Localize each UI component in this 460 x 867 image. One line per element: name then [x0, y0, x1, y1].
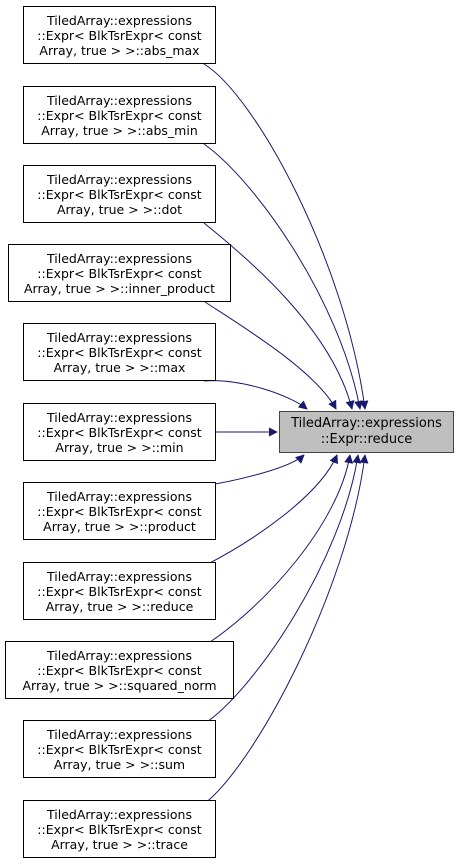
caller-node-dot[interactable]: TiledArray::expressions ::Expr< BlkTsrEx…	[23, 165, 216, 223]
caller-node-inner-product[interactable]: TiledArray::expressions ::Expr< BlkTsrEx…	[8, 244, 231, 302]
node-line: ::Expr< BlkTsrExpr< const	[37, 662, 202, 678]
caller-node-abs-min[interactable]: TiledArray::expressions ::Expr< BlkTsrEx…	[23, 86, 216, 144]
node-line: Array, true > >::dot	[56, 201, 183, 217]
edge-trace	[203, 454, 369, 805]
edge-reduce	[203, 454, 338, 567]
node-line: TiledArray::expressions	[47, 488, 192, 504]
node-line: Array, true > >::abs_max	[39, 42, 200, 58]
edge-inner-product	[204, 301, 337, 410]
edge-dot	[203, 222, 355, 410]
edge-product	[203, 454, 305, 487]
node-line: ::Expr< BlkTsrExpr< const	[37, 265, 202, 281]
edge-abs-max	[203, 63, 369, 410]
node-line: Array, true > >::reduce	[45, 598, 194, 614]
caller-node-abs-max[interactable]: TiledArray::expressions ::Expr< BlkTsrEx…	[23, 6, 216, 64]
node-line: ::Expr< BlkTsrExpr< const	[37, 821, 202, 837]
edge-abs-min	[203, 143, 363, 410]
node-line: TiledArray::expressions	[47, 568, 192, 584]
caller-node-product[interactable]: TiledArray::expressions ::Expr< BlkTsrEx…	[23, 482, 216, 540]
node-line: ::Expr< BlkTsrExpr< const	[37, 107, 202, 123]
target-node-line-1: TiledArray::expressions	[291, 416, 442, 431]
node-line: Array, true > >::min	[55, 439, 184, 455]
caller-node-squared-norm[interactable]: TiledArray::expressions ::Expr< BlkTsrEx…	[5, 641, 234, 699]
target-node-line-2: ::Expr::reduce	[320, 432, 413, 447]
node-line: Array, true > >::max	[53, 359, 186, 375]
edge-max	[203, 380, 308, 410]
caller-node-min[interactable]: TiledArray::expressions ::Expr< BlkTsrEx…	[23, 403, 216, 461]
node-line: TiledArray::expressions	[47, 806, 192, 822]
node-line: Array, true > >::sum	[53, 756, 186, 772]
node-line: ::Expr< BlkTsrExpr< const	[37, 741, 202, 757]
caller-node-sum[interactable]: TiledArray::expressions ::Expr< BlkTsrEx…	[23, 720, 216, 778]
caller-node-reduce[interactable]: TiledArray::expressions ::Expr< BlkTsrEx…	[23, 562, 216, 620]
node-line: TiledArray::expressions	[47, 409, 192, 425]
edge-squared-norm	[209, 454, 354, 643]
target-node-expr-reduce[interactable]: TiledArray::expressions ::Expr::reduce	[279, 411, 454, 453]
node-line: Array, true > >::product	[43, 518, 196, 534]
node-line: TiledArray::expressions	[47, 12, 192, 28]
caller-node-trace[interactable]: TiledArray::expressions ::Expr< BlkTsrEx…	[23, 800, 216, 858]
node-line: Array, true > >::abs_min	[41, 122, 198, 138]
node-line: ::Expr< BlkTsrExpr< const	[37, 503, 202, 519]
caller-node-max[interactable]: TiledArray::expressions ::Expr< BlkTsrEx…	[23, 323, 216, 381]
node-line: TiledArray::expressions	[47, 329, 192, 345]
node-line: Array, true > >::trace	[51, 836, 188, 852]
node-line: TiledArray::expressions	[47, 92, 192, 108]
node-line: TiledArray::expressions	[47, 171, 192, 187]
node-line: Array, true > >::squared_norm	[22, 677, 217, 693]
node-line: ::Expr< BlkTsrExpr< const	[37, 344, 202, 360]
node-line: ::Expr< BlkTsrExpr< const	[37, 424, 202, 440]
node-line: ::Expr< BlkTsrExpr< const	[37, 27, 202, 43]
edge-sum	[203, 454, 362, 725]
node-line: ::Expr< BlkTsrExpr< const	[37, 583, 202, 599]
node-line: Array, true > >::inner_product	[23, 280, 216, 296]
node-line: TiledArray::expressions	[47, 250, 192, 266]
node-line: ::Expr< BlkTsrExpr< const	[37, 186, 202, 202]
node-line: TiledArray::expressions	[47, 726, 192, 742]
node-line: TiledArray::expressions	[47, 647, 192, 663]
